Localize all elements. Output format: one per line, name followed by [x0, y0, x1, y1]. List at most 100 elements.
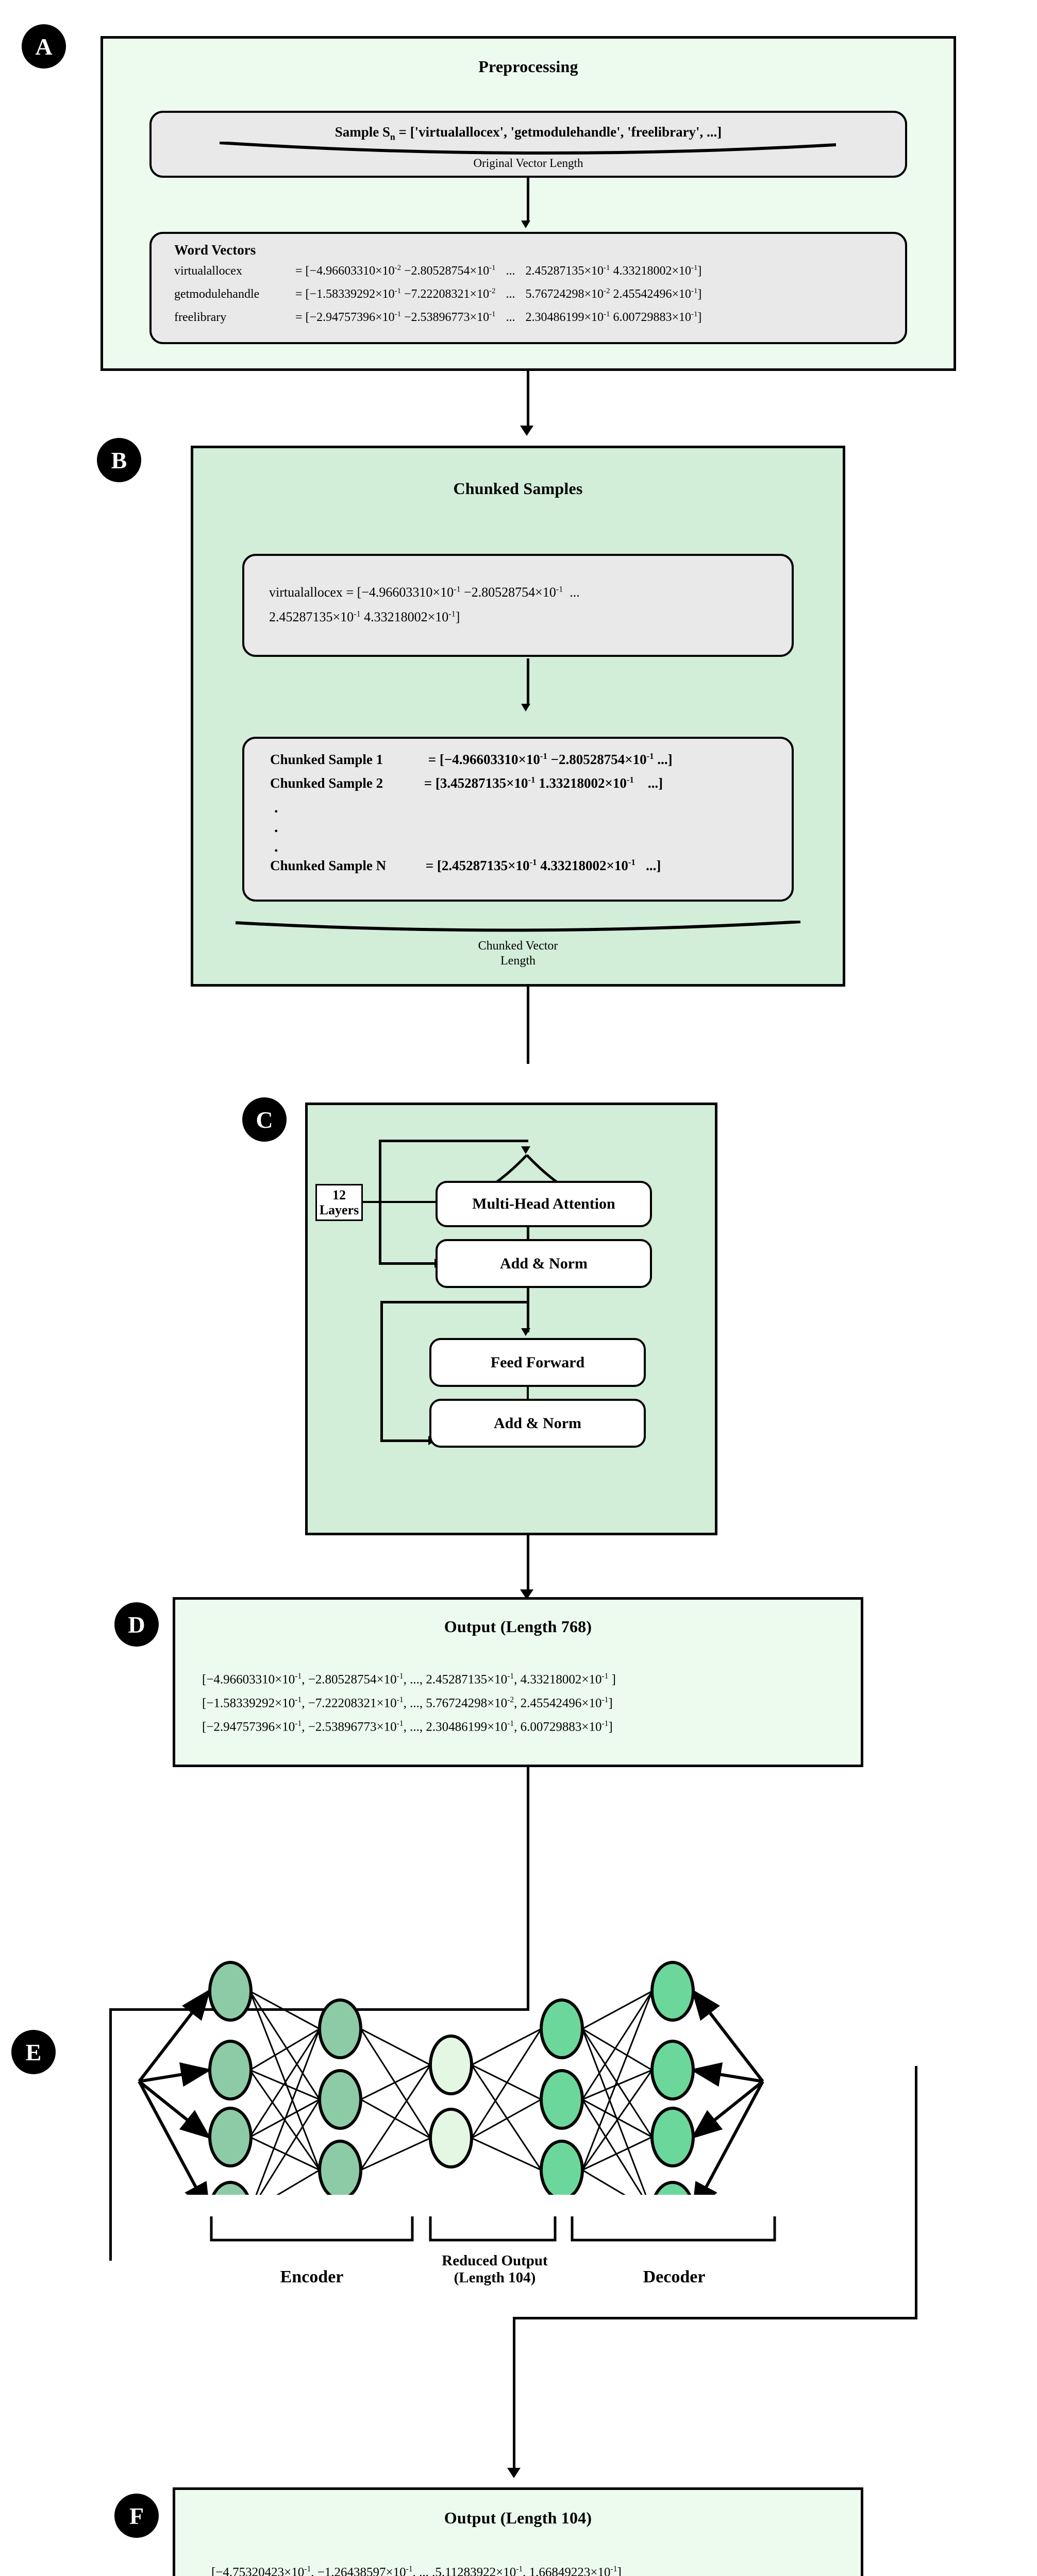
decoder-bracket [571, 2216, 776, 2242]
layers-count-label: Layers [319, 1202, 359, 1217]
reduced-output-label: Reduced Output (Length 104) [442, 2252, 548, 2286]
panel-a-title: Preprocessing [478, 57, 578, 76]
section-brackets [210, 2216, 776, 2242]
output-768-row: [−2.94757396×10-1, −2.53896773×10-1, ...… [202, 1719, 613, 1734]
layers-count-value: 12 [332, 1187, 346, 1202]
connector-addnorm-to-ff [527, 1288, 529, 1332]
block-label: Multi-Head Attention [472, 1195, 615, 1212]
decoder-label: Decoder [643, 2267, 706, 2286]
connector-into-attention-arrowhead [521, 1146, 530, 1154]
encoder-edges-2 [360, 2028, 431, 2171]
panel-badge-c: C [242, 1097, 287, 1142]
word-vector-name: getmodulehandle [174, 287, 260, 301]
residual-wire-1-top [379, 1140, 528, 1142]
word-vector-row: virtualallocex= [−4.96603310×10-2 −2.805… [174, 264, 702, 278]
connector-d-to-e-down [527, 1767, 529, 2011]
word-vectors-title: Word Vectors [174, 242, 256, 258]
word-vectors-rows: virtualallocex= [−4.96603310×10-2 −2.805… [174, 264, 701, 333]
layers-count-box: 12 Layers [315, 1184, 363, 1221]
panel-f: Output (Length 104) [173, 2487, 863, 2576]
sample-subscript: n [390, 131, 395, 142]
original-vector-brace [219, 142, 837, 155]
connector-b-inner [527, 658, 529, 706]
connector-a-to-b-arrowhead [520, 426, 533, 436]
encoder-label: Encoder [280, 2267, 344, 2286]
decoder-hidden-nodes [540, 1998, 584, 2195]
chunked-vector-brace [235, 921, 801, 932]
residual-wire-2-side [380, 1301, 383, 1441]
sample-label: Sample S [334, 124, 390, 140]
encoder-hidden-nodes [318, 1998, 362, 2195]
original-vector-length-label: Original Vector Length [473, 157, 583, 170]
decoder-output-arrows [690, 1989, 764, 2195]
connector-attention-to-addnorm [527, 1227, 529, 1240]
layers-connector [362, 1201, 438, 1203]
vertical-dot: . [274, 819, 278, 836]
connector-a-to-b [527, 371, 529, 428]
word-vector-row: getmodulehandle= [−1.58339292×10-1 −7.22… [174, 287, 702, 301]
residual-wire-2-bottom [380, 1439, 429, 1442]
reduced-output-bracket [429, 2216, 557, 2242]
sample-expression: Sample Sn = ['virtualallocex', 'getmodul… [335, 124, 722, 142]
output-104-row: [−4.75320423×10-1, −1.26438597×10-1, ...… [211, 2565, 622, 2576]
residual-wire-1-bottom [379, 1262, 436, 1265]
decoder-edges-2 [581, 1990, 653, 2195]
autoencoder-diagram [138, 1961, 764, 2195]
chunked-vector-length-label: Chunked Vector Length [478, 939, 558, 968]
panel-badge-f: F [114, 2494, 159, 2538]
connector-e-to-f-down [513, 2317, 515, 2471]
chunked-sample-row: Chunked Sample N = [2.45287135×10-1 4.33… [270, 857, 661, 873]
panel-c [305, 1103, 717, 1535]
connector-c-to-d [527, 1535, 529, 1592]
connector-e-to-f-side [915, 2066, 917, 2318]
connector-ff-to-addnorm [527, 1387, 529, 1400]
panel-d: Output (Length 768) [173, 1597, 863, 1767]
connector-b-inner-arrowhead [521, 704, 530, 711]
connector-addnorm-to-ff-arrowhead [521, 1328, 530, 1336]
encoder-input-nodes [208, 1961, 253, 2195]
decoder-edges-1 [471, 2028, 542, 2171]
word-vector-name: virtualallocex [174, 264, 242, 278]
encoder-bracket [210, 2216, 414, 2242]
connector-e-to-f-arrowhead [507, 2468, 521, 2478]
panel-b: Chunked Samples [191, 446, 845, 987]
vertical-dot: . [274, 838, 278, 855]
block-label: Add & Norm [494, 1414, 581, 1432]
block-add-norm-2[interactable]: Add & Norm [429, 1399, 646, 1448]
block-feed-forward[interactable]: Feed Forward [429, 1338, 646, 1387]
vertical-dot: . [274, 799, 278, 816]
word-vectors-card: Word Vectors virtualallocex= [−4.9660331… [149, 232, 907, 344]
word-vector-name: freelibrary [174, 311, 227, 324]
chunked-samples-card: Chunked Sample 1 = [−4.96603310×10-1 −2.… [242, 737, 794, 902]
chunked-sample-row: Chunked Sample 2 = [3.45287135×10-1 1.33… [270, 775, 663, 791]
block-multi-head-attention[interactable]: Multi-Head Attention [436, 1181, 652, 1227]
output-768-row: [−1.58339292×10-1, −7.22208321×10-1, ...… [202, 1696, 613, 1710]
panel-badge-a: A [22, 24, 66, 69]
connector-e-to-f-left [513, 2317, 917, 2319]
output-768-row: [−4.96603310×10-1, −2.80528754×10-1, ...… [202, 1672, 616, 1687]
chunk-source-line-2: 2.45287135×10-1 4.33218002×10-1] [269, 609, 460, 624]
decoder-output-nodes [650, 1961, 695, 2195]
chunk-source-card: virtualallocex = [−4.96603310×10-1 −2.80… [242, 554, 794, 657]
panel-badge-d: D [114, 1602, 159, 1647]
residual-wire-2-top [380, 1301, 529, 1303]
block-add-norm-1[interactable]: Add & Norm [436, 1239, 652, 1288]
block-label: Add & Norm [500, 1255, 588, 1272]
connector-a-inner [527, 178, 529, 222]
chunk-source-line-1: virtualallocex = [−4.96603310×10-1 −2.80… [269, 585, 580, 600]
connector-d-to-e-left [109, 2008, 529, 2011]
panel-d-title: Output (Length 768) [444, 1617, 592, 1636]
panel-badge-e: E [11, 2030, 56, 2074]
sample-value: = ['virtualallocex', 'getmodulehandle', … [395, 124, 722, 140]
connector-b-to-c [527, 987, 529, 1064]
word-vector-row: freelibrary= [−2.94757396×10-1 −2.538967… [174, 310, 702, 324]
connector-a-inner-arrowhead [521, 221, 530, 228]
chunked-sample-row: Chunked Sample 1 = [−4.96603310×10-1 −2.… [270, 751, 673, 767]
sample-card: Sample Sn = ['virtualallocex', 'getmodul… [149, 111, 907, 178]
panel-badge-b: B [97, 438, 141, 482]
bottleneck-nodes [429, 2035, 473, 2168]
connector-d-to-e-side [109, 2008, 112, 2261]
panel-b-title: Chunked Samples [453, 479, 583, 498]
panel-f-title: Output (Length 104) [444, 2509, 592, 2527]
